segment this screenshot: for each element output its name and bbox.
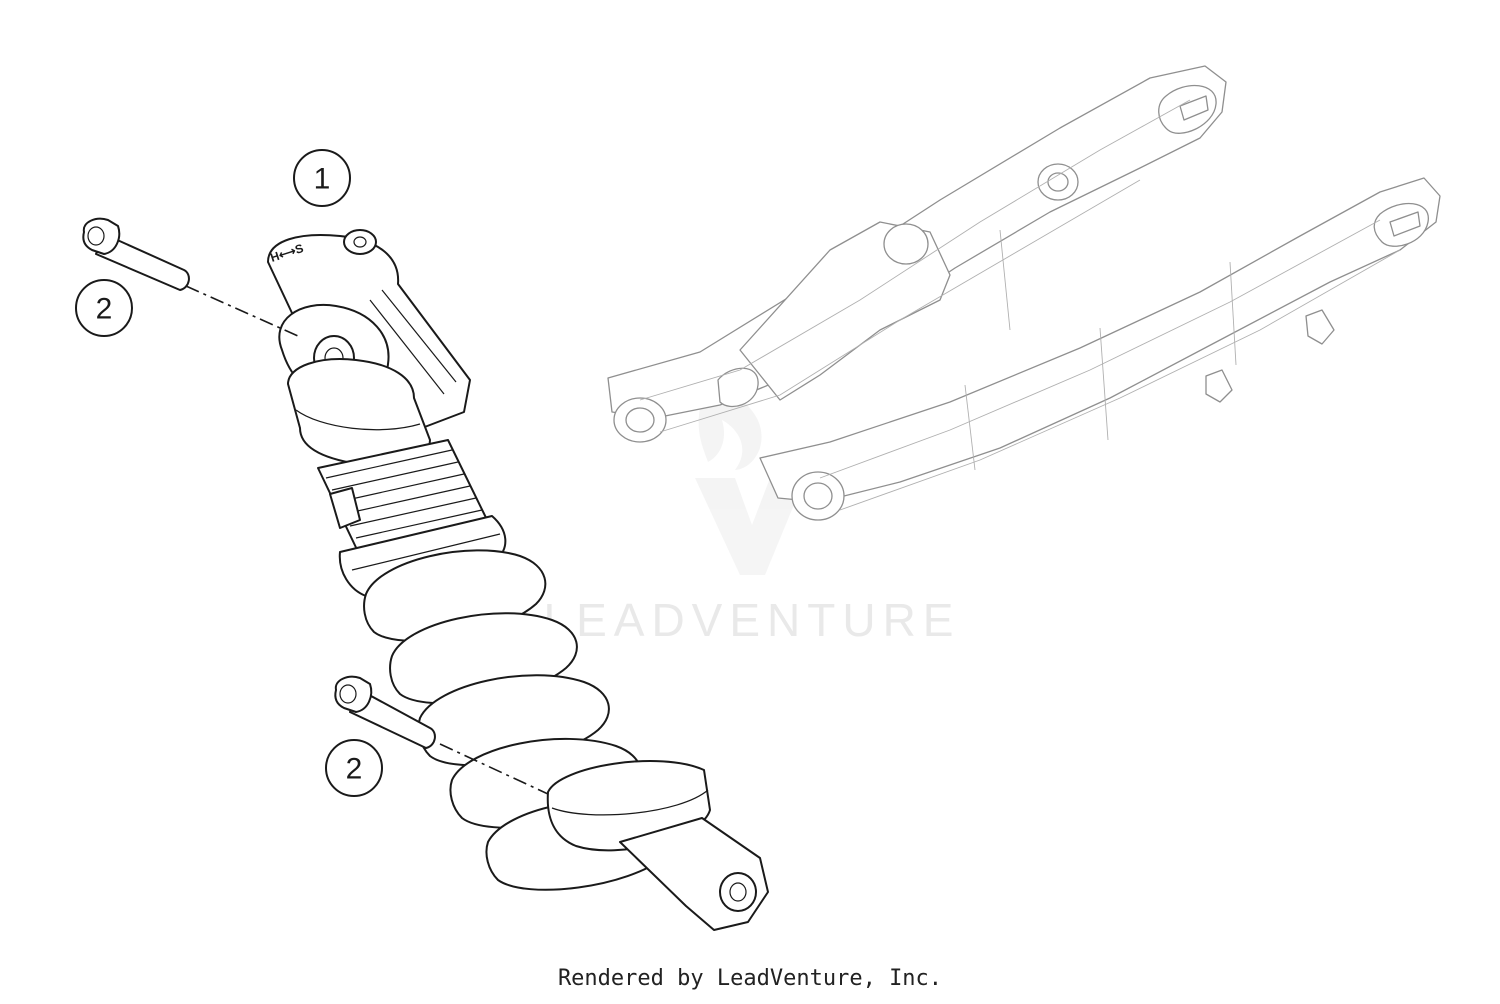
upper-bolt-head-icon — [82, 217, 121, 255]
swingarm-reference — [607, 65, 1441, 521]
shock-body-cap — [287, 358, 431, 467]
swingarm-cross-member — [739, 221, 951, 401]
footer-credit: Rendered by LeadVenture, Inc. — [557, 966, 943, 991]
callout-1: 1 — [293, 149, 351, 207]
lower-bolt-leader — [439, 743, 549, 795]
lower-bolt-head-icon — [334, 675, 373, 713]
watermark: LEADVENTURE — [544, 372, 961, 646]
compression-adjuster-icon — [343, 229, 377, 255]
upper-bolt-shank — [95, 233, 190, 291]
swingarm-linkage-mount — [883, 223, 929, 265]
shock-absorber: H⟷S — [267, 229, 769, 931]
collar-tab — [329, 487, 361, 529]
callout-2-upper-label: 2 — [96, 293, 113, 326]
watermark-wordmark: LEADVENTURE — [544, 594, 961, 646]
lower-bolt-shank — [349, 689, 436, 749]
swingarm-right-arm — [759, 177, 1441, 503]
lower-mounting-bolt — [334, 675, 436, 749]
upper-bolt-leader — [185, 285, 299, 337]
callout-2-lower: 2 — [325, 739, 383, 797]
callout-1-label: 1 — [314, 163, 331, 196]
callout-2-lower-label: 2 — [346, 753, 363, 786]
lower-eye-bushing — [719, 872, 757, 912]
upper-mounting-bolt — [82, 217, 190, 291]
callout-2-upper: 2 — [75, 279, 133, 337]
